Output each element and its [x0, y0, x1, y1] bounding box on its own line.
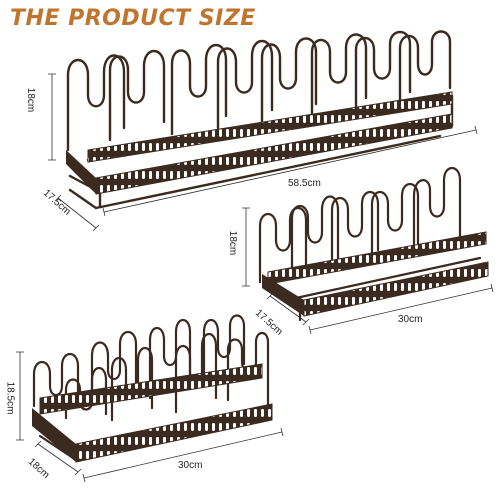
rack-1-height-label: 18cm: [25, 87, 37, 113]
rack-3-height-label: 18.5cm: [4, 381, 16, 415]
rack-3-length-label: 30cm: [178, 460, 203, 471]
page-title: THE PRODUCT SIZE: [10, 6, 256, 31]
rack-3-dimension-lines: [16, 351, 284, 483]
rack-1-dimension-lines: [48, 73, 478, 232]
rack-2-dimension-lines: [242, 207, 494, 335]
rack-2-length-label: 30cm: [398, 314, 423, 325]
rack-2-height-label: 18cm: [227, 230, 239, 256]
rack-1-length-label: 58.5cm: [288, 178, 321, 189]
